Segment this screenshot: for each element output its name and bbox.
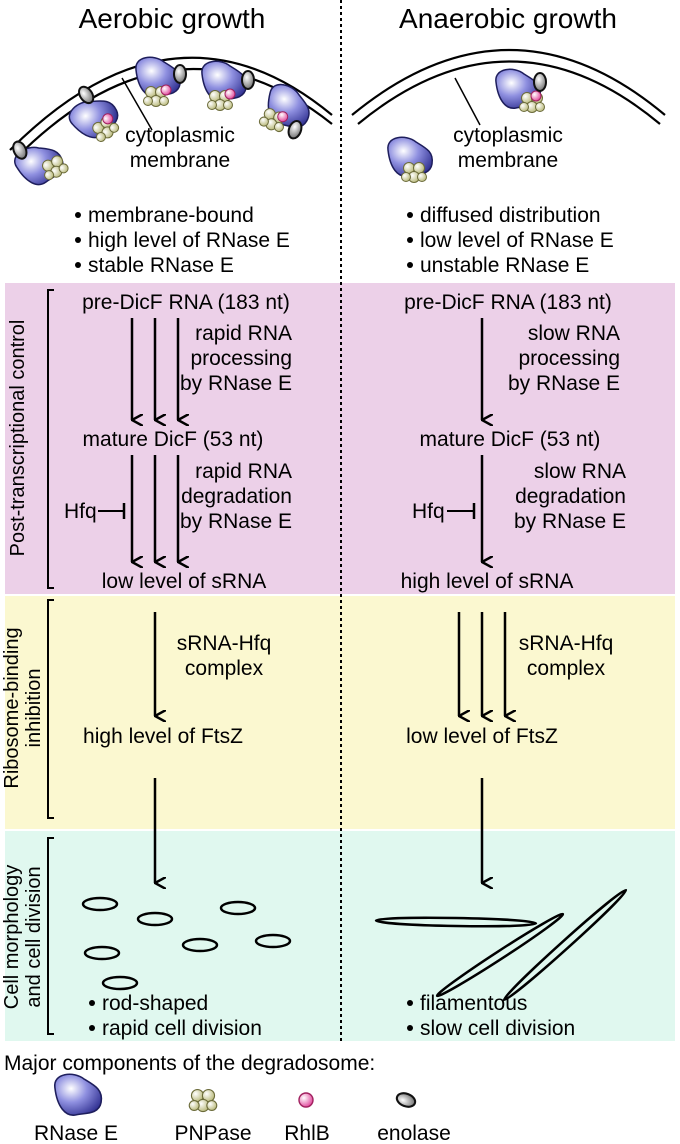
anaerobic-bullet-3: unstable RNase E (420, 254, 589, 277)
anaerobic-degradation-2: degradation (515, 485, 626, 508)
aerobic-bullet-3: stable RNase E (88, 254, 234, 277)
ribosome-binding-bg (5, 596, 675, 829)
anaerobic-hfq: Hfq (412, 500, 445, 523)
anaerobic-membrane-label-2: membrane (458, 149, 558, 172)
aerobic-processing-1: rapid RNA (195, 322, 292, 345)
aerobic-hfq-inhibit (98, 503, 126, 519)
anaerobic-ftsz-level: low level of FtsZ (406, 725, 558, 748)
aerobic-processing-3: by RNase E (180, 372, 292, 395)
aerobic-complex-1: sRNA-Hfq (177, 632, 272, 655)
legend-pnpase-icon (188, 1089, 218, 1113)
anaerobic-title: Anaerobic growth (399, 3, 617, 34)
anaerobic-pre-rna: pre-DicF RNA (183 nt) (404, 291, 612, 314)
aerobic-ftsz-level: high level of FtsZ (83, 725, 243, 748)
anaerobic-hfq-inhibit (447, 503, 476, 519)
cell-label-1: Cell morphology (1, 865, 23, 1010)
legend-pnpase-label: PNPase (174, 1122, 251, 1144)
aerobic-complex-2: complex (185, 657, 264, 680)
anaerobic-processing-1: slow RNA (528, 322, 620, 345)
anaerobic-degradosome-1 (495, 68, 547, 113)
aerobic-membrane-label-2: membrane (130, 149, 230, 172)
rod-shaped-cells (81, 896, 292, 991)
ribosome-label-2: inhibition (23, 669, 45, 748)
aerobic-processing-arrows (130, 318, 178, 420)
anaerobic-membrane-label-1: cytoplasmic (453, 124, 563, 147)
aerobic-degradation-2: degradation (181, 485, 292, 508)
aerobic-mature: mature DicF (53 nt) (83, 428, 264, 451)
anaerobic-complex-1: sRNA-Hfq (519, 632, 614, 655)
aerobic-membrane-label-1: cytoplasmic (125, 124, 235, 147)
legend-enolase-icon (393, 1089, 419, 1111)
cell-label-2: and cell division (23, 866, 45, 1007)
aerobic-bullet-2: high level of RNase E (88, 229, 290, 252)
anaerobic-morphology-1: filamentous (420, 992, 527, 1015)
ribosome-bracket (47, 599, 54, 819)
anaerobic-degradation-3: by RNase E (514, 510, 626, 533)
aerobic-morphology-bullets: rod-shaped rapid cell division (89, 992, 262, 1040)
aerobic-title: Aerobic growth (79, 3, 266, 34)
anaerobic-membrane-outer (351, 48, 666, 116)
post-transcriptional-bracket (47, 289, 54, 589)
legend-enolase-label: enolase (377, 1122, 451, 1144)
legend-title: Major components of the degradosome: (4, 1052, 375, 1075)
legend-rnase-e-label: RNase E (34, 1122, 118, 1144)
aerobic-degradosome-4 (201, 60, 255, 111)
ribosome-label-1: Ribosome-binding (1, 627, 23, 788)
legend-rhlb-label: RhlB (284, 1122, 330, 1144)
anaerobic-mature: mature DicF (53 nt) (420, 428, 601, 451)
anaerobic-membrane-pointer (454, 77, 481, 126)
aerobic-degradation-1: rapid RNA (195, 460, 292, 483)
anaerobic-complex-2: complex (527, 657, 606, 680)
aerobic-hfq: Hfq (64, 500, 97, 523)
legend-rnase-e-icon (53, 1073, 103, 1116)
aerobic-bullet-1: membrane-bound (88, 204, 254, 227)
aerobic-pre-rna: pre-DicF RNA (183 nt) (82, 291, 290, 314)
anaerobic-bullet-2: low level of RNase E (420, 229, 614, 252)
post-transcriptional-label: Post-transcriptional control (7, 320, 29, 557)
aerobic-bullets: membrane-bound high level of RNase E sta… (75, 204, 290, 277)
anaerobic-degradation-1: slow RNA (534, 460, 626, 483)
anaerobic-membrane-inner (357, 60, 661, 125)
cell-morphology-bracket (47, 837, 54, 1035)
anaerobic-degradosome-2 (387, 136, 434, 183)
anaerobic-morphology-bullets: filamentous slow cell division (407, 992, 575, 1040)
anaerobic-bullets: diffused distribution low level of RNase… (407, 204, 614, 277)
aerobic-degradation-arrows (130, 455, 178, 562)
filamentous-cells (374, 888, 628, 1002)
anaerobic-morphology-2: slow cell division (420, 1017, 575, 1040)
anaerobic-processing-2: processing (518, 347, 620, 370)
aerobic-degradosome-5 (257, 80, 317, 142)
anaerobic-srna-level: high level of sRNA (401, 570, 574, 593)
aerobic-degradosome-3 (135, 56, 187, 107)
aerobic-morphology-1: rod-shaped (102, 992, 208, 1015)
aerobic-degradation-3: by RNase E (180, 510, 292, 533)
anaerobic-processing-3: by RNase E (508, 372, 620, 395)
aerobic-membrane-outer (9, 56, 333, 151)
aerobic-processing-2: processing (190, 347, 292, 370)
anaerobic-complex-arrows (457, 612, 505, 716)
aerobic-membrane-pointer (121, 77, 153, 131)
anaerobic-bullet-1: diffused distribution (420, 204, 601, 227)
aerobic-srna-level: low level of sRNA (102, 570, 267, 593)
legend-rhlb-icon (298, 1092, 314, 1108)
aerobic-morphology-2: rapid cell division (102, 1017, 262, 1040)
